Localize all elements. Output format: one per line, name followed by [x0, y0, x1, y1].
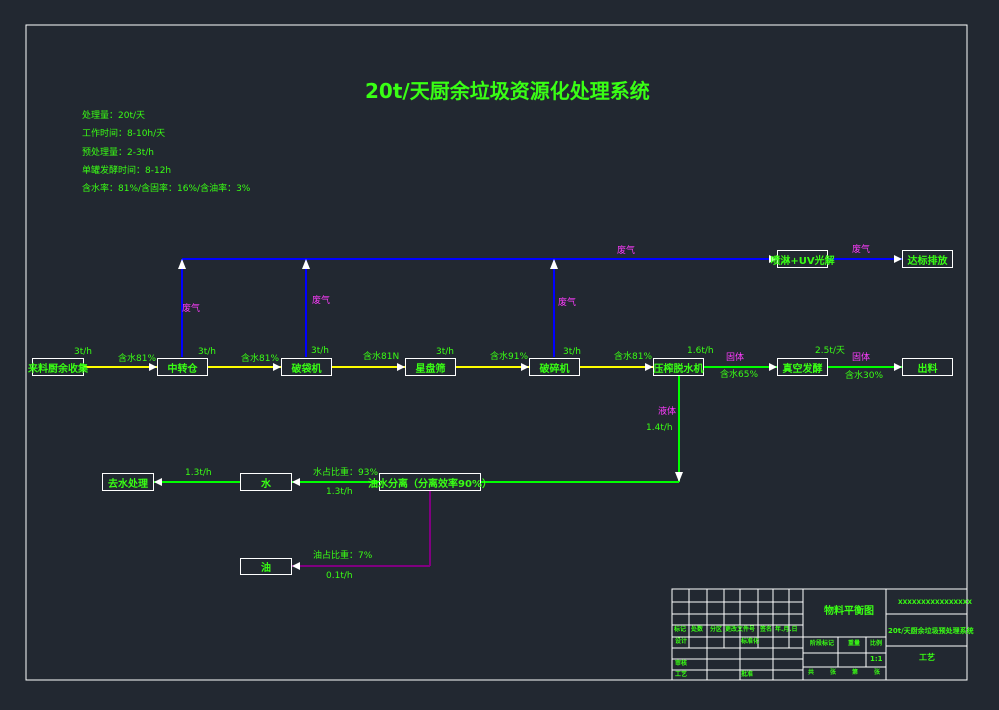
arrow-flow-3 — [397, 363, 405, 371]
arrow-flow-2 — [273, 363, 281, 371]
tb-approve: 批准 — [741, 671, 754, 678]
node-water: 水 — [240, 473, 292, 491]
diagram-title: 20t/天厨余垃圾资源化处理系统 — [365, 79, 650, 103]
arrow-water — [292, 478, 300, 486]
label-rate-liquid: 1.4t/h — [646, 423, 673, 433]
label-oil-ratio: 油占比重：7% — [313, 551, 373, 561]
rev-header-sign: 签名 — [760, 626, 773, 633]
arrow-liquid-down — [675, 472, 683, 482]
node-press: 压榨脱水机 — [653, 358, 704, 376]
arrow-gas-riser-3 — [550, 259, 558, 269]
arrow-gas-riser-2 — [302, 259, 310, 269]
node-deodor: 喷淋+UV光解 — [770, 250, 835, 268]
spec-pretreat: 预处理量：2-3t/h — [82, 148, 154, 158]
tb-sheet-no: 第 — [852, 669, 859, 676]
label-solid-1: 固体 — [726, 353, 745, 363]
arrow-flow-1 — [149, 363, 157, 371]
label-gas-5: 废气 — [852, 245, 871, 255]
label-gas-3: 废气 — [558, 298, 577, 308]
tb-project: 20t/天厨余垃圾预处理系统 — [888, 627, 974, 635]
label-rate-6: 1.6t/h — [687, 346, 714, 356]
spec-composition: 含水率：81%/含固率：16%/含油率：3% — [82, 184, 251, 194]
tb-scale: 1:1 — [870, 655, 883, 663]
node-output: 出料 — [902, 358, 953, 376]
tb-sheet-label: 张 — [830, 669, 837, 676]
rev-header-doc: 更改文件号 — [725, 626, 756, 633]
arrow-flow-5 — [645, 363, 653, 371]
label-rate-4: 3t/h — [436, 347, 454, 357]
tb-design: 设计 — [675, 638, 688, 645]
spec-work-time: 工作时间：8-10h/天 — [82, 129, 166, 139]
rev-header-count: 处数 — [691, 626, 704, 633]
title-block-grid — [671, 588, 968, 681]
label-gas-4: 废气 — [617, 246, 636, 256]
label-water-ratio: 水占比重：93% — [313, 468, 379, 478]
label-moist-4: 含水91% — [490, 352, 529, 362]
arrow-flow-6 — [769, 363, 777, 371]
tb-sheet-total: 共 — [808, 669, 815, 676]
rev-header-date: 年.月.日 — [775, 626, 798, 633]
node-sorting: 星盘筛 — [405, 358, 456, 376]
label-moist-7: 含水30% — [845, 371, 884, 381]
tb-sheet-label2: 张 — [874, 669, 881, 676]
node-transfer: 中转仓 — [157, 358, 208, 376]
arrow-oil — [292, 562, 300, 570]
label-moist-3: 含水81N — [363, 352, 400, 362]
label-gas-2: 废气 — [312, 296, 331, 306]
node-bag-break: 破袋机 — [281, 358, 332, 376]
frame-border — [25, 24, 968, 681]
label-gas-1: 废气 — [182, 304, 201, 314]
tb-process: 工艺 — [675, 671, 688, 678]
node-dryer: 真空发酵 — [777, 358, 828, 376]
label-rate-3: 3t/h — [311, 346, 329, 356]
node-oil: 油 — [240, 558, 292, 575]
label-rate-water-1: 1.3t/h — [326, 487, 353, 497]
label-rate-5: 3t/h — [563, 347, 581, 357]
label-moist-5: 含水81% — [614, 352, 653, 362]
tb-discipline: 工艺 — [919, 653, 935, 662]
tb-code: XXXXXXXXXXXXXXXX — [898, 599, 973, 606]
tb-review: 审核 — [675, 660, 688, 667]
label-solid-2: 固体 — [852, 353, 871, 363]
tb-weight-label: 重量 — [848, 640, 861, 647]
label-moist-1: 含水81% — [118, 354, 157, 364]
label-moist-6: 含水65% — [720, 370, 759, 380]
node-emission: 达标排放 — [902, 250, 953, 268]
arrow-flow-4 — [521, 363, 529, 371]
label-rate-oil: 0.1t/h — [326, 571, 353, 581]
rev-header-zone: 分区 — [710, 626, 723, 633]
label-moist-2: 含水81% — [241, 354, 280, 364]
arrow-gas-riser-1 — [178, 259, 186, 269]
tb-standard: 标准化 — [741, 638, 760, 645]
arrow-flow-7 — [894, 363, 902, 371]
arrow-gas-emission — [894, 255, 902, 263]
label-rate-2: 3t/h — [198, 347, 216, 357]
tb-stage-label: 阶段标记 — [810, 640, 835, 647]
tb-ratio-label: 比例 — [870, 640, 883, 647]
node-crusher: 破碎机 — [529, 358, 580, 376]
label-rate-7: 2.5t/天 — [815, 346, 845, 356]
label-liquid: 液体 — [658, 407, 677, 417]
label-rate-1: 3t/h — [74, 347, 92, 357]
node-wastewater: 去水处理 — [102, 473, 154, 491]
node-oil-water-sep: 油水分离（分离效率90%） — [368, 473, 492, 491]
node-collect: 来料厨余收集 — [28, 358, 88, 376]
tb-drawing-name: 物料平衡图 — [824, 606, 874, 617]
arrow-treat — [154, 478, 162, 486]
label-rate-water-2: 1.3t/h — [185, 468, 212, 478]
rev-header-mark: 标记 — [674, 626, 687, 633]
spec-capacity: 处理量：20t/天 — [82, 111, 146, 121]
arrow-gas-deodor — [769, 255, 777, 263]
spec-ferment-time: 单罐发酵时间：8-12h — [82, 166, 172, 176]
